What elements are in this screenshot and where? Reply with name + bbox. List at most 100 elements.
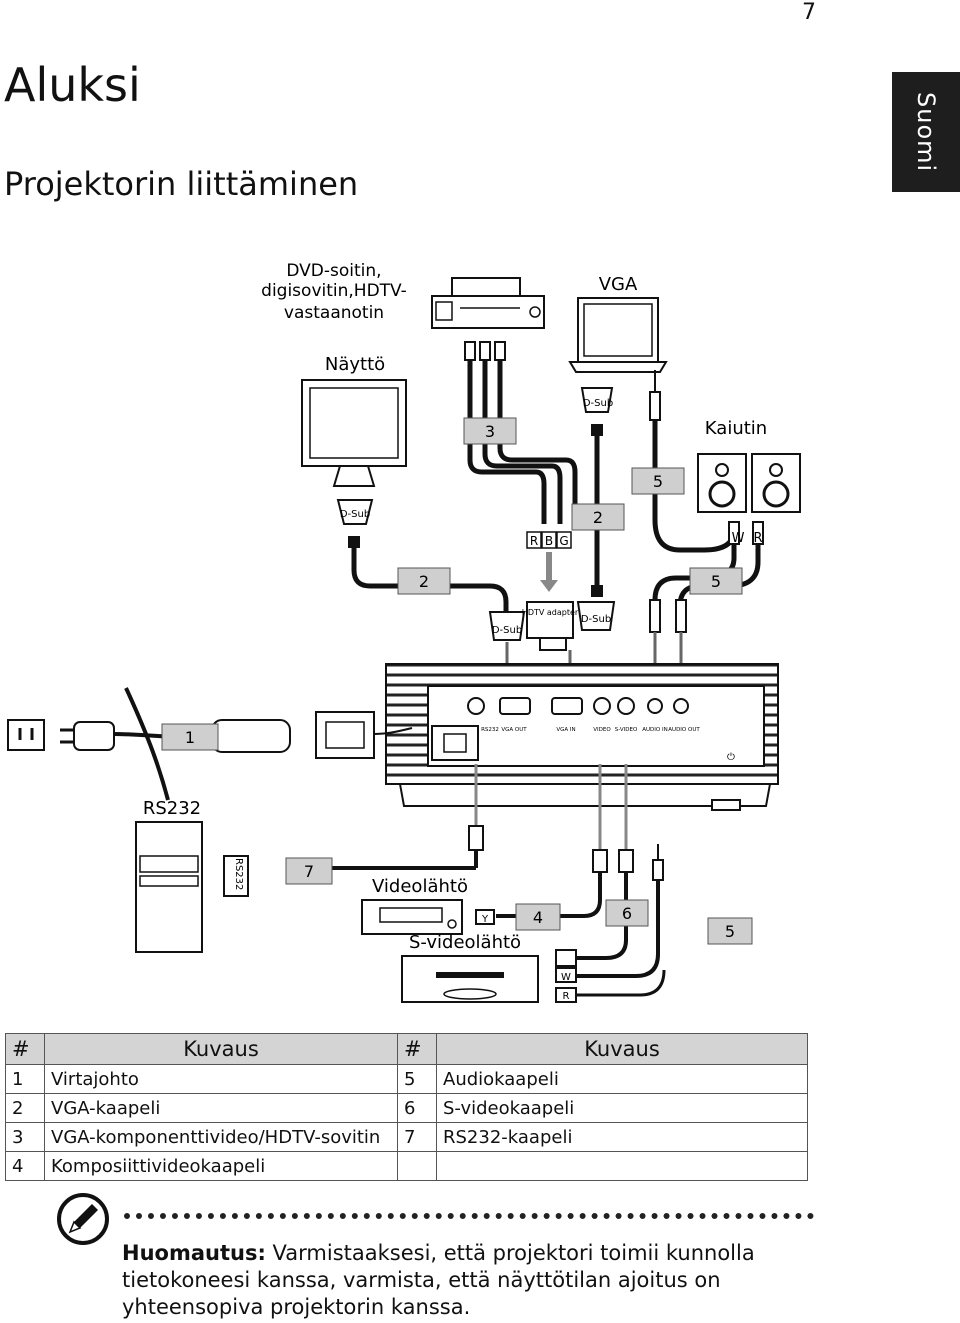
display-label: Näyttö bbox=[325, 354, 385, 375]
table-row: 2 VGA-kaapeli 6 S-videokaapeli bbox=[5, 1093, 808, 1123]
row-num: 4 bbox=[5, 1151, 45, 1181]
svideo-source-label: S-videolähtö bbox=[409, 932, 521, 953]
vga-label: VGA bbox=[599, 274, 638, 295]
monitor-vga-cable: D-Sub bbox=[336, 499, 509, 612]
row-num bbox=[397, 1151, 437, 1181]
callout-5a: 5 bbox=[631, 467, 685, 495]
callout-2b: 2 bbox=[397, 567, 451, 595]
row-num: 5 bbox=[397, 1064, 437, 1094]
port-label: S-VIDEO bbox=[615, 727, 638, 733]
chapter-title: Aluksi bbox=[4, 58, 141, 112]
r-connector-label: R bbox=[563, 991, 570, 1002]
y-connector-label: Y bbox=[481, 914, 489, 925]
callout-3: 3 bbox=[463, 417, 517, 445]
callout-5b: 5 bbox=[689, 567, 743, 595]
svg-text:3: 3 bbox=[485, 422, 495, 441]
port-label: VIDEO bbox=[593, 727, 611, 733]
connection-diagram: DVD-soitin, digisovitin,HDTV- vastaanoti… bbox=[7, 261, 801, 1003]
svg-text:7: 7 bbox=[304, 862, 314, 881]
hdtv-adapter-label: HDTV adapter bbox=[522, 608, 579, 617]
section-title: Projektorin liittäminen bbox=[4, 165, 359, 203]
note-pencil-icon bbox=[57, 1193, 109, 1245]
row-num: 7 bbox=[397, 1122, 437, 1152]
port-label: VGA IN bbox=[556, 727, 575, 733]
adapter-row: D-Sub HDTV adapter D-Sub bbox=[488, 601, 683, 692]
laptop-icon bbox=[568, 297, 668, 373]
table-header-row: # Kuvaus # Kuvaus bbox=[5, 1033, 808, 1065]
g-label: G bbox=[559, 534, 568, 548]
row-desc: Audiokaapeli bbox=[436, 1064, 808, 1094]
callout-5c: 5 bbox=[707, 917, 753, 945]
callout-7: 7 bbox=[285, 857, 333, 885]
svg-text:5: 5 bbox=[711, 572, 721, 591]
row-num: 2 bbox=[5, 1093, 45, 1123]
row-desc: VGA-komponenttivideo/HDTV-sovitin bbox=[44, 1122, 398, 1152]
dsub-connector-label: D-Sub bbox=[581, 614, 611, 625]
speaker-r-label: R bbox=[753, 531, 762, 546]
note: Huomautus: Varmistaaksesi, että projekto… bbox=[122, 1240, 812, 1321]
laptop-vga-cable: D-Sub bbox=[580, 387, 614, 597]
video-source-label: Videolähtö bbox=[372, 876, 468, 897]
table-row: 3 VGA-komponenttivideo/HDTV-sovitin 7 RS… bbox=[5, 1122, 808, 1152]
svg-text:6: 6 bbox=[622, 904, 632, 923]
speaker-label: Kaiutin bbox=[705, 418, 767, 439]
language-tab-label: Suomi bbox=[912, 91, 940, 173]
r-label: R bbox=[530, 534, 538, 548]
port-label: AUDIO OUT bbox=[668, 727, 700, 733]
header-num-1: # bbox=[5, 1033, 45, 1065]
row-num: 1 bbox=[5, 1064, 45, 1094]
b-label: B bbox=[545, 534, 553, 548]
dsub-connector-label: D-Sub bbox=[583, 398, 613, 409]
header-desc-2: Kuvaus bbox=[436, 1033, 808, 1065]
power-symbol-icon: ⏻ bbox=[727, 752, 735, 763]
note-body: Varmistaaksesi, että projektori toimii k… bbox=[122, 1241, 755, 1319]
header-desc-1: Kuvaus bbox=[44, 1033, 398, 1065]
vcr-icon bbox=[361, 899, 463, 935]
callout-4: 4 bbox=[515, 903, 561, 931]
header-num-2: # bbox=[397, 1033, 437, 1065]
pc-tower-icon: RS232 bbox=[135, 821, 249, 953]
svg-text:4: 4 bbox=[533, 908, 543, 927]
port-label: AUDIO IN bbox=[642, 727, 667, 733]
svg-text:5: 5 bbox=[653, 472, 663, 491]
w-connector-label: W bbox=[561, 972, 571, 983]
dsub-connector-label: D-Sub bbox=[340, 509, 370, 520]
svg-text:2: 2 bbox=[593, 508, 603, 527]
table-row: 4 Komposiittivideokaapeli bbox=[5, 1151, 808, 1181]
row-num: 3 bbox=[5, 1122, 45, 1152]
rs232-port-label: RS232 bbox=[233, 858, 244, 890]
svg-text:2: 2 bbox=[419, 572, 429, 591]
speaker-icon bbox=[697, 453, 801, 513]
callout-2a: 2 bbox=[571, 503, 625, 531]
language-tab: Suomi bbox=[892, 72, 960, 192]
row-desc: S-videokaapeli bbox=[436, 1093, 808, 1123]
speaker-w-label: W bbox=[732, 531, 745, 546]
svg-text:5: 5 bbox=[725, 922, 735, 941]
row-desc: Komposiittivideokaapeli bbox=[44, 1151, 398, 1181]
dvd-label-line3: vastaanotin bbox=[284, 303, 384, 323]
port-label: RS232 bbox=[481, 727, 499, 733]
port-label: VGA OUT bbox=[501, 727, 527, 733]
note-divider bbox=[124, 1213, 814, 1219]
dvd-label-line2: digisovitin,HDTV- bbox=[261, 281, 407, 301]
note-label: Huomautus: bbox=[122, 1241, 266, 1265]
callout-6: 6 bbox=[605, 899, 649, 927]
row-desc: RS232-kaapeli bbox=[436, 1122, 808, 1152]
dvd-player-icon bbox=[431, 277, 545, 329]
row-desc: VGA-kaapeli bbox=[44, 1093, 398, 1123]
row-desc: Virtajohto bbox=[44, 1064, 398, 1094]
row-desc bbox=[436, 1151, 808, 1181]
svg-text:1: 1 bbox=[185, 728, 195, 747]
dvd-drive-icon bbox=[401, 955, 539, 1003]
callout-1: 1 bbox=[161, 723, 219, 751]
table-row: 1 Virtajohto 5 Audiokaapeli bbox=[5, 1064, 808, 1094]
rs232-label: RS232 bbox=[143, 798, 201, 819]
page-number: 7 bbox=[802, 0, 816, 25]
rbg-connectors: R B G bbox=[526, 531, 572, 592]
cable-legend-table: # Kuvaus # Kuvaus 1 Virtajohto 5 Audioka… bbox=[5, 1033, 808, 1181]
component-cable bbox=[464, 341, 578, 524]
dvd-label-line1: DVD-soitin, bbox=[286, 261, 381, 281]
monitor-icon bbox=[301, 379, 407, 487]
